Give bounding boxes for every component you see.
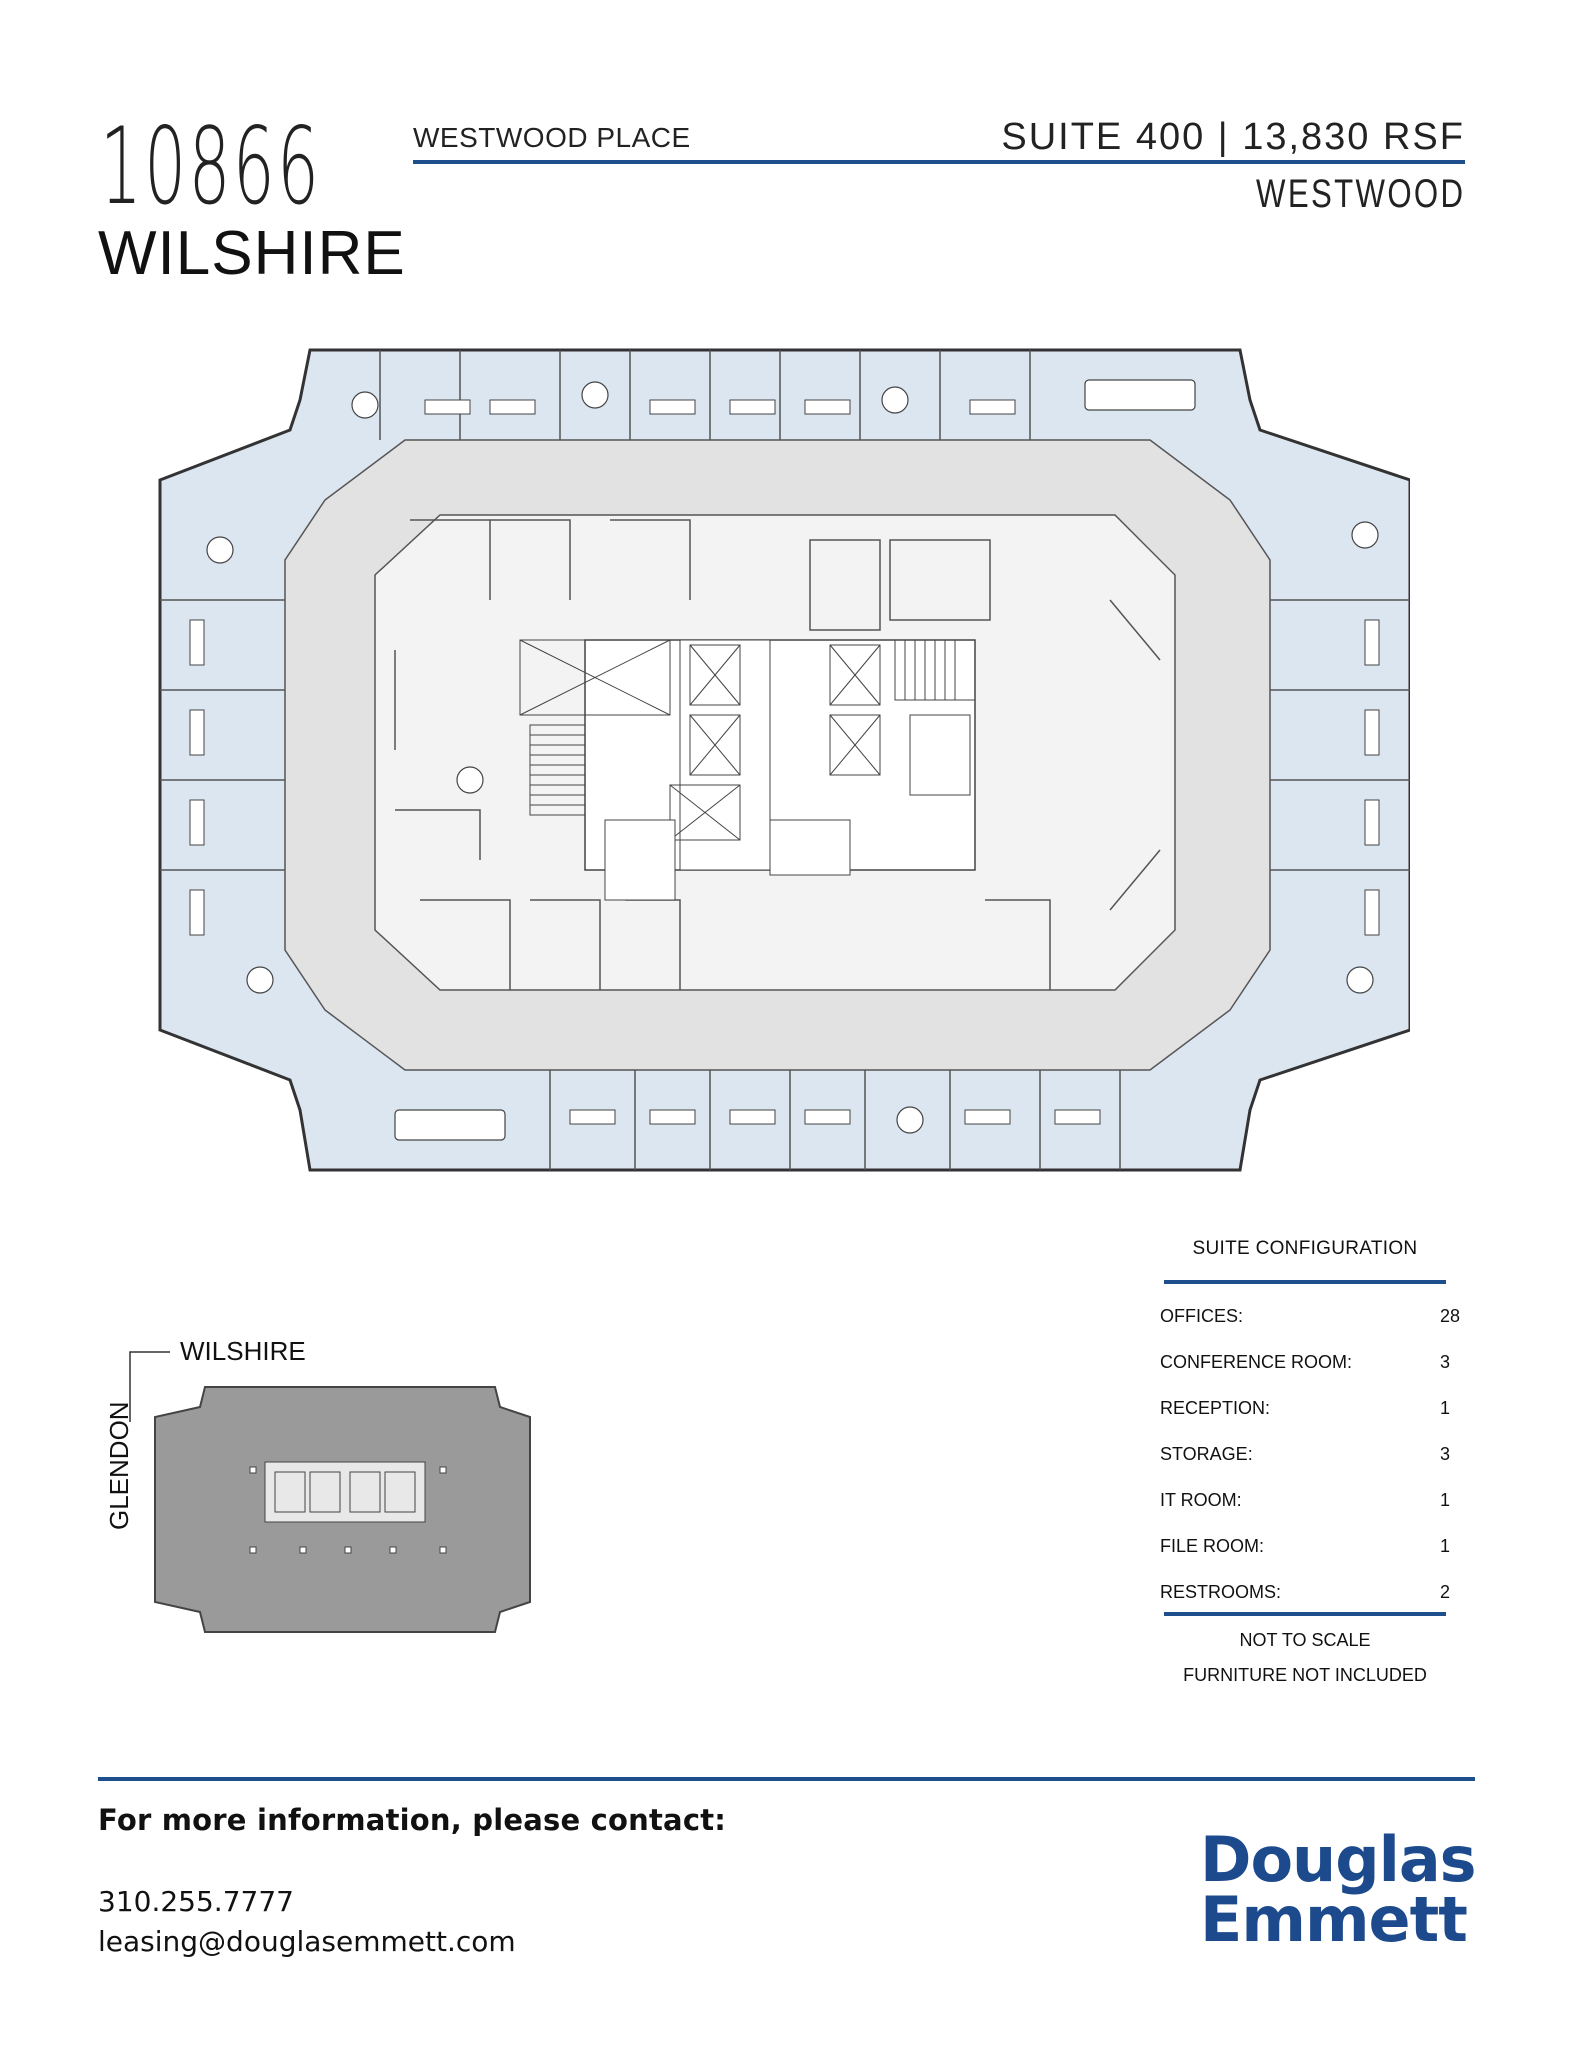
- config-value: 1: [1440, 1536, 1451, 1556]
- note-furniture: FURNITURE NOT INCLUDED: [1183, 1665, 1427, 1685]
- config-label: STORAGE:: [1160, 1444, 1253, 1464]
- area-name: WESTWOOD: [1255, 172, 1465, 216]
- stairs: [529, 639, 976, 816]
- top-offices: [379, 350, 1031, 440]
- config-label: RECEPTION:: [1160, 1398, 1271, 1418]
- config-value: 2: [1440, 1582, 1451, 1602]
- round-tables: [206, 381, 1379, 1134]
- config-row-it-room: IT ROOM: 1: [1160, 1490, 1450, 1536]
- config-value: 1: [1440, 1398, 1451, 1418]
- config-label: CONFERENCE ROOM:: [1160, 1352, 1353, 1372]
- contact-heading: For more information, please contact:: [98, 1803, 727, 1837]
- building-street: WILSHIRE: [98, 219, 406, 288]
- config-row-offices: OFFICES: 28: [1160, 1306, 1460, 1352]
- config-value: 1: [1440, 1490, 1451, 1510]
- contact-phone[interactable]: 310.255.7777: [98, 1885, 294, 1918]
- config-value: 28: [1440, 1306, 1461, 1326]
- desks: [189, 399, 1380, 1125]
- config-row-conference: CONFERENCE ROOM: 3: [1160, 1352, 1450, 1398]
- douglas-emmett-logo: Douglas Emmett: [1200, 1823, 1477, 1956]
- suite-configuration: SUITE CONFIGURATION OFFICES: 28 CONFEREN…: [1160, 1238, 1460, 1686]
- config-label: FILE ROOM:: [1160, 1536, 1265, 1556]
- logo-line-2: Emmett: [1200, 1883, 1468, 1956]
- config-divider-top: [1164, 1280, 1446, 1284]
- config-row-reception: RECEPTION: 1: [1160, 1398, 1450, 1444]
- config-label: OFFICES:: [1160, 1306, 1244, 1326]
- conference-tables: [394, 379, 1196, 1141]
- config-row-file-room: FILE ROOM: 1: [1160, 1536, 1450, 1582]
- building-number: 10866: [100, 105, 322, 228]
- keymap-leader: [129, 1351, 170, 1422]
- core-rooms: [604, 714, 971, 901]
- keymap-core: [264, 1461, 426, 1523]
- config-value: 3: [1440, 1352, 1451, 1372]
- config-divider-bottom: [1164, 1612, 1446, 1616]
- keymap-columns: [249, 1466, 447, 1554]
- config-row-restrooms: RESTROOMS: 2: [1160, 1582, 1450, 1612]
- header-divider: [413, 160, 1465, 164]
- footer-divider: [98, 1777, 1475, 1781]
- config-label: RESTROOMS:: [1160, 1582, 1282, 1602]
- contact-email[interactable]: leasing@douglasemmett.com: [98, 1925, 516, 1958]
- elevators: [519, 639, 881, 841]
- floor-plan: [158, 348, 1410, 1172]
- config-list: OFFICES: 28 CONFERENCE ROOM: 3 RECEPTION…: [1160, 1306, 1460, 1612]
- config-row-storage: STORAGE: 3: [1160, 1444, 1450, 1490]
- note-scale: NOT TO SCALE: [1239, 1630, 1371, 1650]
- key-map: [129, 1351, 531, 1633]
- location-name: WESTWOOD PLACE: [413, 122, 691, 153]
- config-value: 3: [1440, 1444, 1451, 1464]
- config-label: IT ROOM:: [1160, 1490, 1242, 1510]
- bottom-offices: [549, 1070, 1121, 1170]
- keymap-street-top: WILSHIRE: [180, 1336, 306, 1366]
- suite-info: SUITE 400 | 13,830 RSF: [1001, 116, 1465, 158]
- logo-line-1: Douglas: [1200, 1823, 1477, 1896]
- side-offices: [160, 599, 1410, 871]
- config-title: SUITE CONFIGURATION: [1192, 1238, 1418, 1259]
